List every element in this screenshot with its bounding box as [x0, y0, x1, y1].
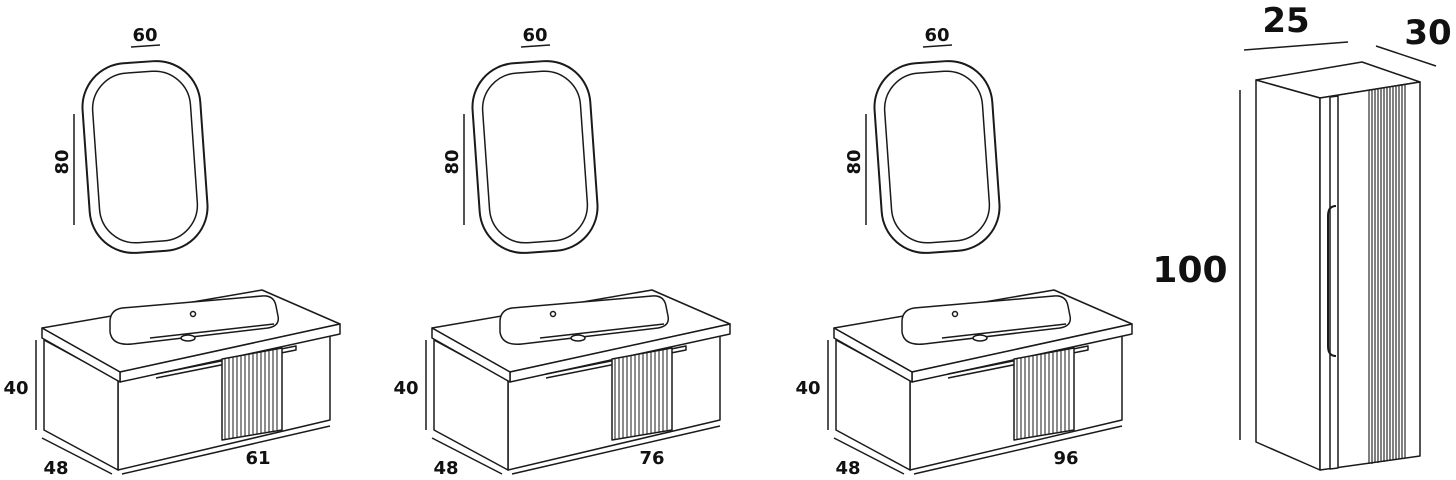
tall-cabinet-width-label: 25 [1262, 1, 1309, 41]
mirror-2-width-label: 60 [522, 25, 547, 46]
set-1: 60 80 [3, 25, 341, 479]
mirror-1-height-label: 80 [52, 149, 73, 174]
set-2: 60 80 [393, 25, 731, 479]
vanity-3 [833, 289, 1133, 471]
vanity-2-flutes [614, 349, 668, 439]
vanity-3-width-label: 96 [1053, 448, 1078, 469]
mirror-1-width-label: 60 [132, 25, 157, 46]
tall-cabinet-height-label: 100 [1152, 250, 1227, 291]
vanity-1-height-label: 40 [3, 378, 28, 399]
vanity-2-depth-label: 48 [433, 458, 458, 479]
mirror-3-height-label: 80 [844, 149, 865, 174]
vanity-3-height-label: 40 [795, 378, 820, 399]
vanity-1-depth-label: 48 [43, 458, 68, 479]
set-3: 60 80 [795, 25, 1133, 479]
vanity-2-height-label: 40 [393, 378, 418, 399]
vanity-2-width-label: 76 [639, 448, 664, 469]
tall-cabinet-side [1255, 79, 1321, 471]
mirror-1 [81, 60, 209, 254]
vanity-2 [431, 289, 731, 471]
mirror-2-height-label: 80 [442, 149, 463, 174]
mirror-2 [471, 60, 599, 254]
vanity-3-flutes [1016, 349, 1070, 439]
mirror-3-width-label: 60 [924, 25, 949, 46]
vanity-3-depth-label: 48 [835, 458, 860, 479]
vanity-1-width-label: 61 [245, 448, 270, 469]
tall-cabinet: 25 30 100 [1152, 1, 1452, 471]
mirror-3 [873, 60, 1001, 254]
vanity-1-flutes [224, 349, 278, 439]
vanity-1 [41, 289, 341, 471]
tall-cabinet-handle [1327, 205, 1337, 357]
tall-cabinet-flutes [1368, 84, 1406, 464]
tall-cabinet-depth-label: 30 [1404, 13, 1451, 53]
